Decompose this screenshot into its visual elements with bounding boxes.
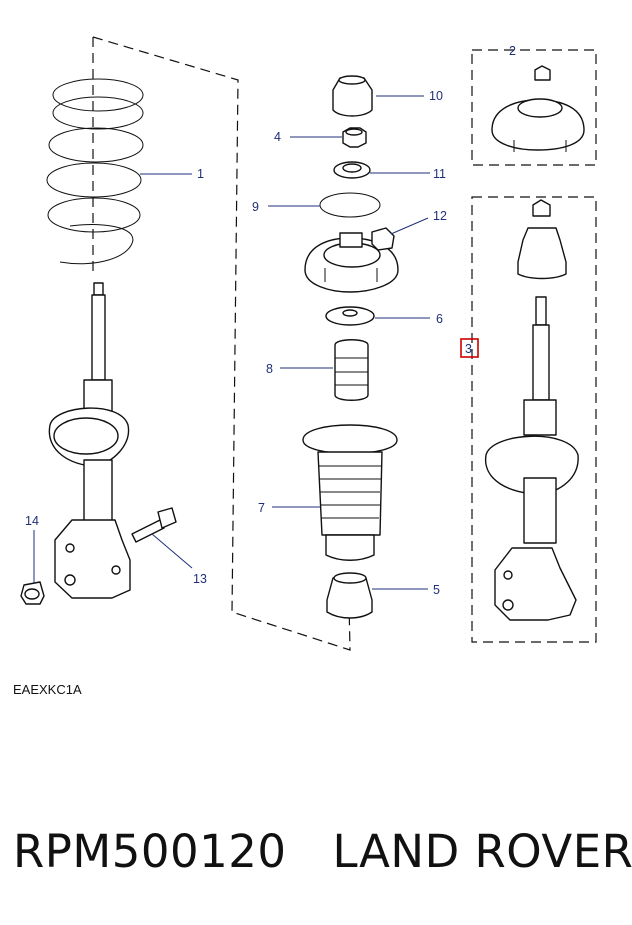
callout-14[interactable]: 14: [25, 514, 39, 528]
diagram-code: EAEXKC1A: [13, 682, 82, 697]
callout-7[interactable]: 7: [258, 501, 265, 515]
callout-3-highlight-box: [460, 338, 479, 358]
callout-12[interactable]: 12: [433, 209, 447, 223]
callout-5[interactable]: 5: [433, 583, 440, 597]
o-ring: [319, 192, 381, 218]
callouts: 1 2 3 4 5 6 7 8 9 10 11 12 13 14: [25, 44, 516, 597]
callout-9[interactable]: 9: [252, 200, 259, 214]
callout-13[interactable]: 13: [193, 572, 207, 586]
callout-8[interactable]: 8: [266, 362, 273, 376]
brand-name: LAND ROVER: [332, 825, 632, 878]
dust-cap: [332, 75, 373, 117]
rebound-bumper: [334, 339, 369, 401]
washer: [325, 306, 375, 326]
part-caption: RPM500120 LAND ROVER: [13, 825, 632, 878]
bearing-washer: [333, 161, 371, 179]
callout-3[interactable]: 3: [465, 342, 472, 356]
lock-nut: [20, 581, 45, 605]
assembly-boundary-strut: [471, 196, 597, 643]
top-mount: [304, 227, 399, 293]
upper-mount-assembly: [491, 65, 585, 152]
part-number: RPM500120: [13, 825, 287, 878]
assembly-boundary-left: [92, 36, 351, 651]
bolt: [131, 507, 177, 543]
strut-assembly: [485, 199, 579, 621]
callout-10[interactable]: 10: [429, 89, 443, 103]
assembly-boundary-top-right: [471, 49, 597, 166]
dust-boot: [302, 424, 398, 561]
leader-lines: [33, 95, 430, 590]
callout-6[interactable]: 6: [436, 312, 443, 326]
nut: [342, 127, 367, 148]
coil-spring: [46, 78, 144, 265]
callout-2[interactable]: 2: [509, 44, 516, 58]
strut-left: [48, 282, 131, 599]
callout-4[interactable]: 4: [274, 130, 281, 144]
bump-stop: [326, 572, 373, 619]
callout-11[interactable]: 11: [433, 167, 446, 181]
callout-1[interactable]: 1: [197, 167, 204, 181]
